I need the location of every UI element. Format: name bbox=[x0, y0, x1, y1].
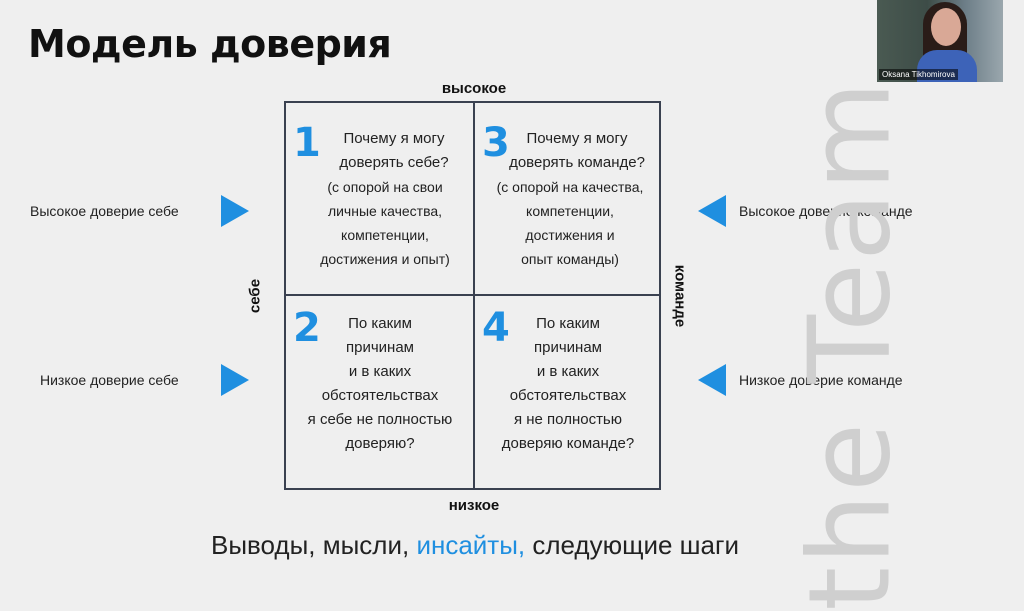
question-line: обстоятельствах bbox=[509, 387, 627, 404]
footer-prompt: Выводы, мысли, инсайты, следующие шаги bbox=[0, 530, 950, 561]
question-line: обстоятельствах bbox=[321, 387, 439, 404]
question-line: Почему я могу bbox=[343, 130, 445, 147]
question-line: По каким bbox=[536, 315, 600, 332]
quadrant-number: 2 bbox=[293, 305, 321, 351]
question-line: и в каких bbox=[348, 363, 412, 380]
slide-title: Модель доверия bbox=[28, 22, 392, 66]
label-high-self-trust: Высокое доверие себе bbox=[30, 203, 179, 219]
quadrant-number: 1 bbox=[293, 120, 321, 166]
note-line: компетенции, bbox=[341, 227, 429, 243]
question-line: я не полностью bbox=[513, 411, 623, 428]
question-line: я себе не полностью bbox=[307, 411, 453, 428]
arrow-left-icon bbox=[698, 364, 726, 396]
footer-text: следующие шаги bbox=[525, 530, 740, 560]
quadrant-question: По каким причинам и в каких обстоятельст… bbox=[286, 312, 474, 456]
footer-text: Выводы, мысли, bbox=[210, 530, 417, 560]
label-high-team-trust: Высокое доверие команде bbox=[739, 203, 913, 219]
quadrant-number: 4 bbox=[482, 305, 510, 351]
question-line: причинам bbox=[346, 339, 414, 356]
brand-watermark: the Team bbox=[785, 79, 916, 611]
axis-label-bottom: низкое bbox=[448, 497, 500, 514]
question-line: Почему я могу bbox=[526, 130, 628, 147]
participant-name: Oksana Tikhomirova bbox=[879, 69, 958, 80]
quadrant-number: 3 bbox=[482, 120, 510, 166]
label-low-team-trust: Низкое доверие команде bbox=[739, 372, 903, 388]
axis-label-right: команде bbox=[671, 264, 689, 328]
note-line: личные качества, bbox=[327, 203, 443, 219]
question-line: доверяю команде? bbox=[501, 435, 635, 452]
axis-label-left: себе bbox=[246, 278, 264, 314]
arrow-right-icon bbox=[221, 364, 249, 396]
question-line: и в каких bbox=[536, 363, 600, 380]
note-line: достижения и bbox=[525, 227, 615, 243]
question-line: доверять себе? bbox=[339, 154, 449, 171]
footer-accent-text: инсайты, bbox=[416, 530, 526, 560]
quadrant-note: (с опорой на свои личные качества, компе… bbox=[296, 175, 474, 271]
question-line: доверяю? bbox=[345, 435, 415, 452]
participant-video-tile[interactable]: Oksana Tikhomirova bbox=[877, 0, 1003, 82]
note-line: (с опорой на свои bbox=[327, 179, 443, 195]
arrow-right-icon bbox=[221, 195, 249, 227]
matrix-horizontal-divider bbox=[284, 294, 661, 296]
note-line: компетенции, bbox=[526, 203, 614, 219]
quadrant-question: По каким причинам и в каких обстоятельст… bbox=[475, 312, 661, 456]
arrow-left-icon bbox=[698, 195, 726, 227]
participant-face bbox=[931, 8, 961, 46]
question-line: причинам bbox=[534, 339, 602, 356]
question-line: По каким bbox=[348, 315, 412, 332]
quadrant-question: Почему я могу доверять команде? bbox=[492, 127, 662, 175]
label-low-self-trust: Низкое доверие себе bbox=[40, 372, 179, 388]
axis-label-top: высокое bbox=[441, 80, 507, 97]
question-line: доверять команде? bbox=[509, 154, 645, 171]
note-line: опыт команды) bbox=[521, 251, 619, 267]
note-line: (с опорой на качества, bbox=[496, 179, 644, 195]
quadrant-question: Почему я могу доверять себе? bbox=[314, 127, 474, 175]
note-line: достижения и опыт) bbox=[320, 251, 450, 267]
quadrant-note: (с опорой на качества, компетенции, дост… bbox=[478, 175, 662, 271]
